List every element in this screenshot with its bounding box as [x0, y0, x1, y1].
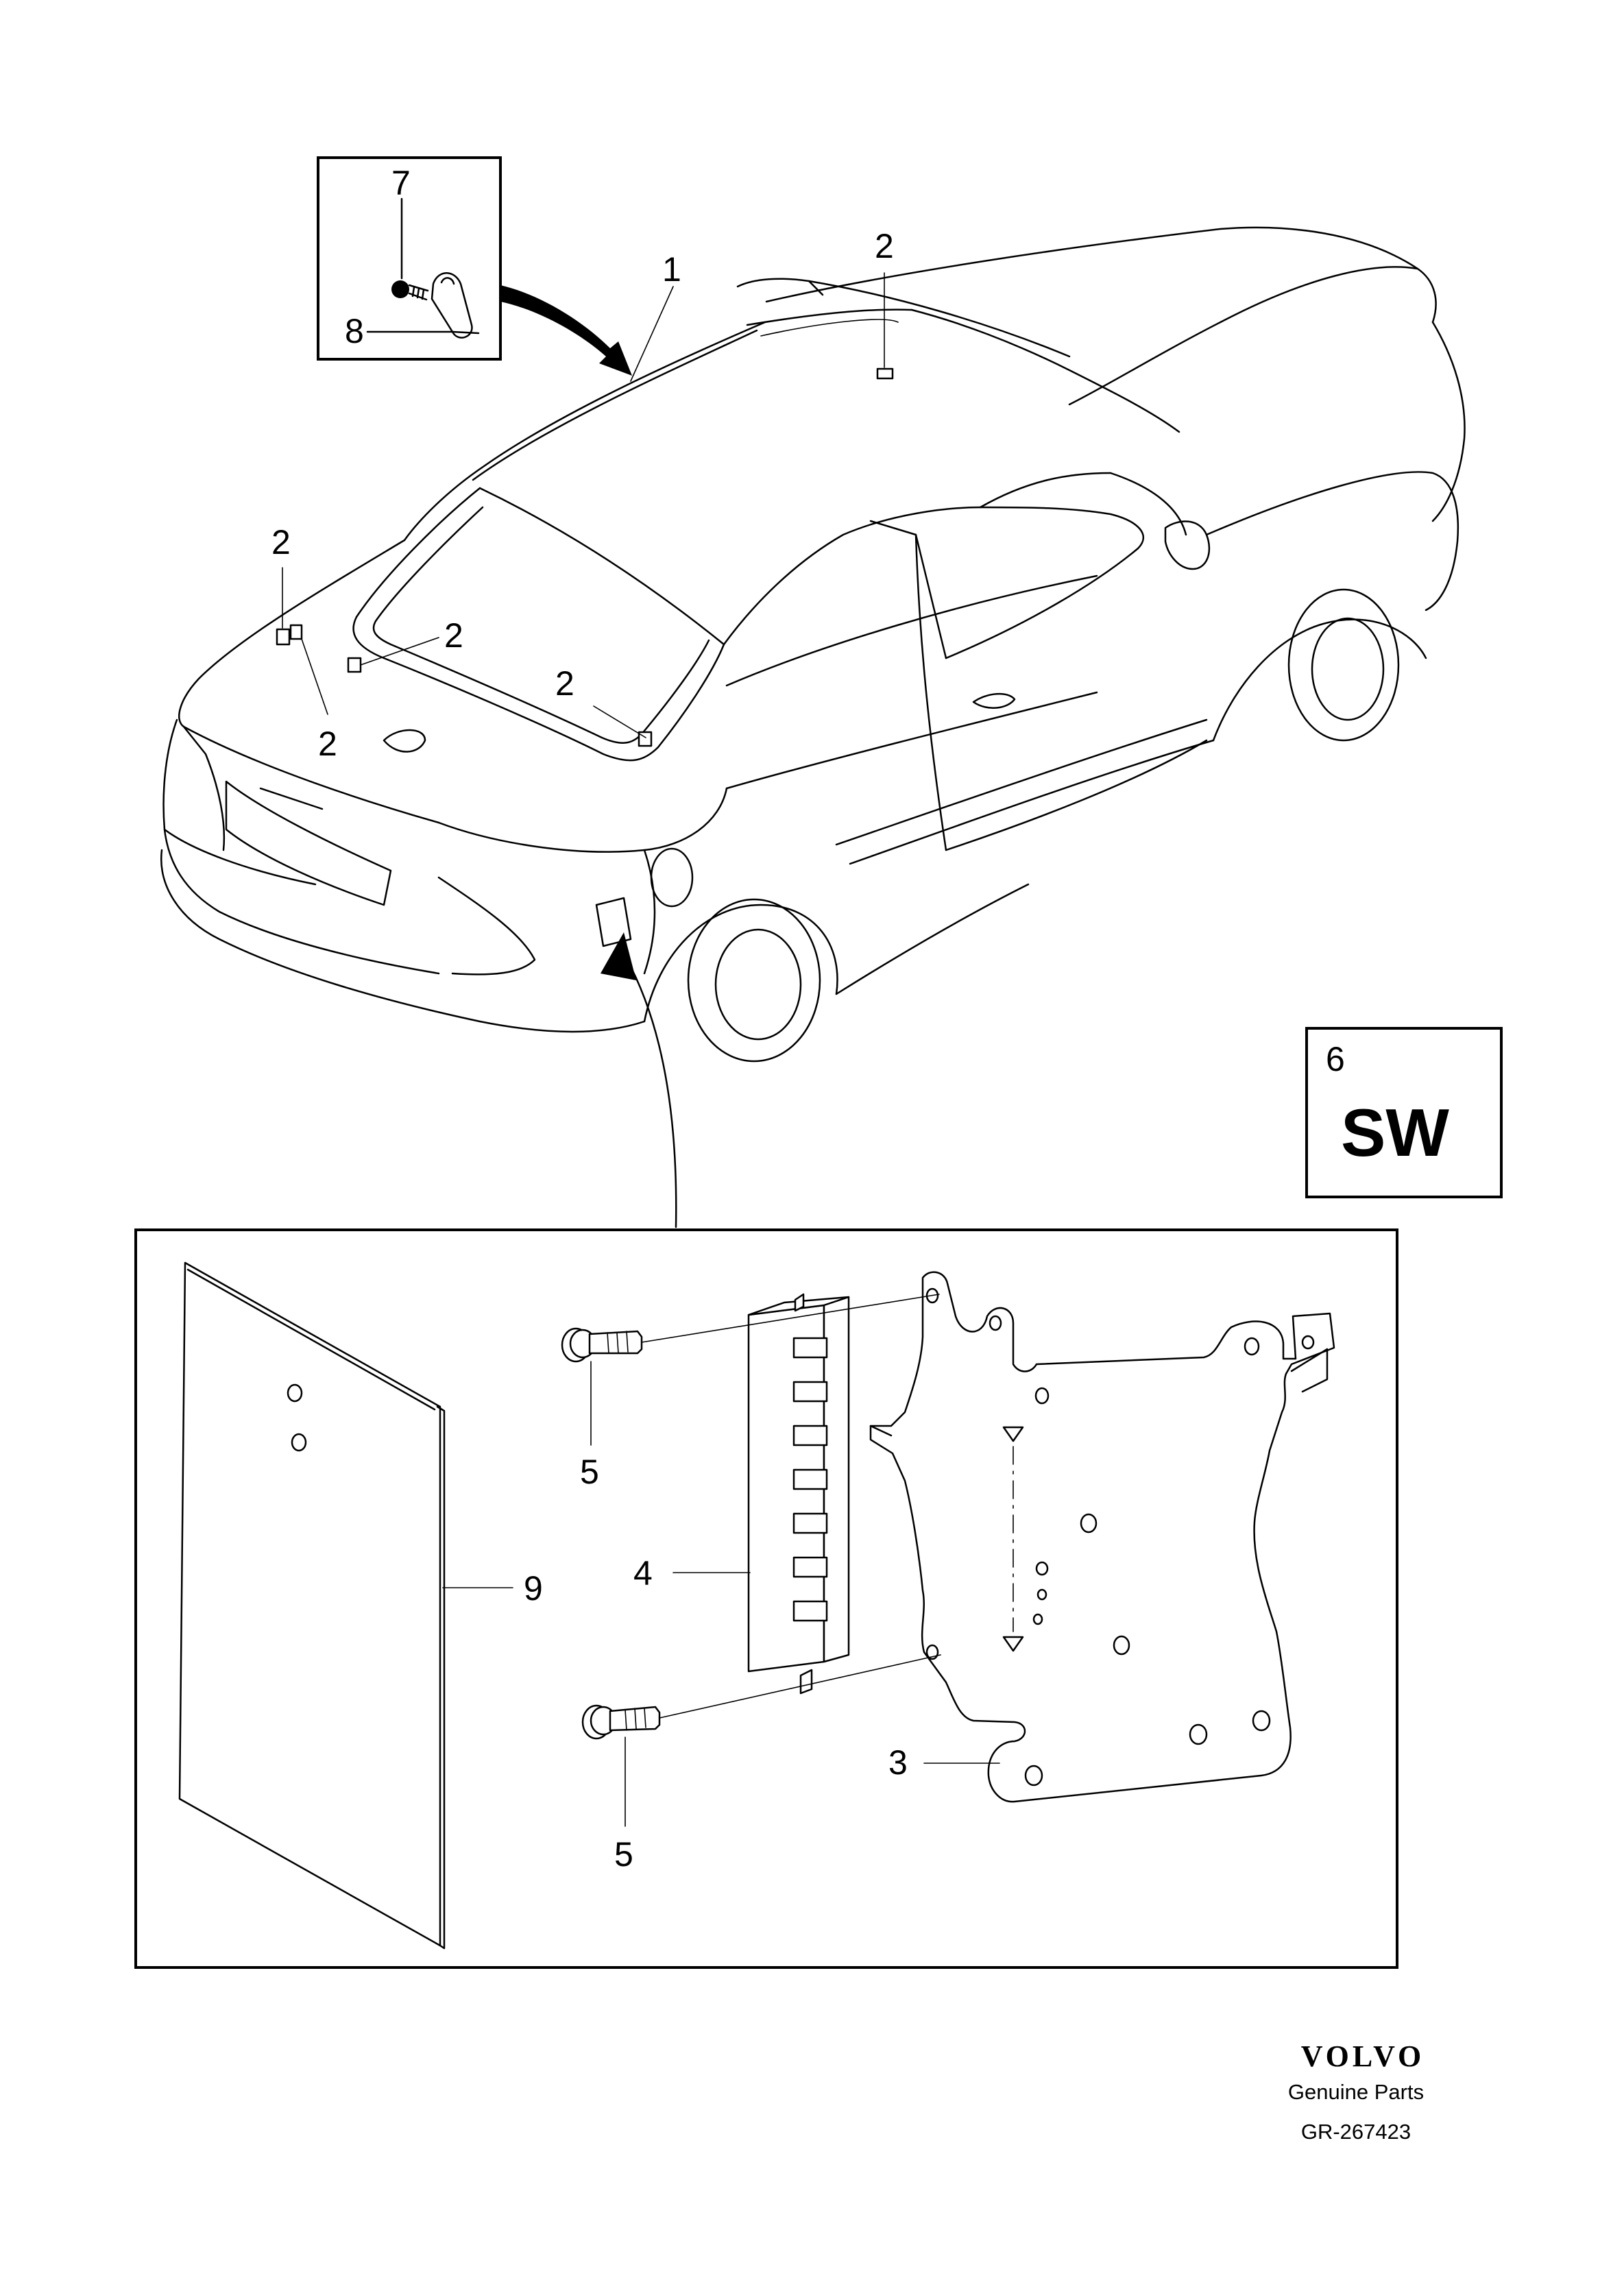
callout-2b: 2 — [271, 523, 291, 561]
callout-2c: 2 — [444, 616, 463, 655]
control-module — [747, 1293, 850, 1695]
inset-pointer-arrow — [500, 285, 632, 376]
bolt-lower-icon — [581, 1654, 941, 1827]
callout-5-lower: 5 — [614, 1835, 633, 1874]
p-clip-icon — [431, 272, 480, 339]
drawing-id: GR-267423 — [1301, 2120, 1411, 2144]
callout-3: 3 — [888, 1743, 908, 1782]
callout-8: 8 — [345, 312, 364, 350]
car-illustration — [160, 226, 1466, 1063]
callout-2a: 2 — [875, 227, 894, 265]
bolt-upper-icon — [561, 1294, 940, 1446]
module-pointer-arrow — [601, 932, 677, 1228]
screw-icon — [391, 280, 429, 301]
module-detail-box: 9 4 5 5 3 — [134, 1228, 1398, 1969]
variant-code-box: 6 SW — [1305, 1027, 1503, 1198]
variant-code: SW — [1341, 1095, 1449, 1170]
insulation-pad — [178, 1261, 446, 1950]
clip-detail-inset: 7 8 — [317, 156, 502, 361]
brand-wordmark: VOLVO — [1301, 2039, 1425, 2073]
brand-subtitle: Genuine Parts — [1288, 2080, 1424, 2104]
callout-2e: 2 — [318, 725, 337, 763]
callout-7: 7 — [391, 164, 411, 202]
callout-4: 4 — [633, 1554, 653, 1592]
callout-9: 9 — [524, 1569, 543, 1608]
callout-1: 1 — [662, 250, 681, 289]
callout-5-upper: 5 — [580, 1453, 599, 1491]
car-leaders — [282, 272, 885, 738]
variant-ref: 6 — [1326, 1040, 1345, 1078]
callout-2d: 2 — [555, 664, 574, 703]
mounting-bracket — [869, 1271, 1335, 1803]
footer-brand-block: VOLVO Genuine Parts GR-267423 — [1288, 2039, 1425, 2144]
